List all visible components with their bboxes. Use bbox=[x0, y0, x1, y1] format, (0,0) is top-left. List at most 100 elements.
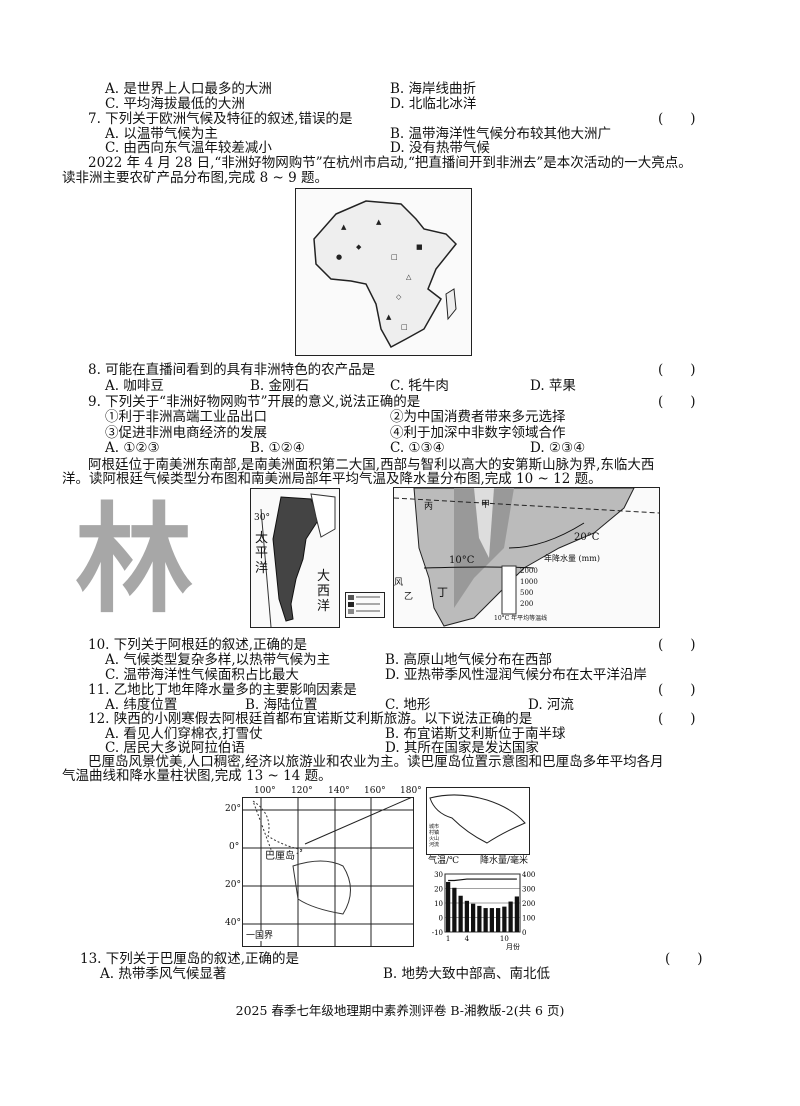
precip-bar-9 bbox=[496, 908, 501, 932]
q12-stem: 12. 陕西的小刚寒假去阿根廷首都布宜诺斯艾利斯旅游。以下说法正确的是 bbox=[88, 711, 533, 727]
bali-island-inset-map: 城市 村镇 火山 河流 bbox=[426, 787, 530, 855]
precip-bar-5 bbox=[471, 903, 476, 932]
lat-30-label: 30° bbox=[254, 513, 270, 523]
legend-200: 200 bbox=[520, 600, 534, 608]
label-jia: 甲 bbox=[481, 500, 491, 510]
south-america-precip-temp-map: 丙 甲 20°C 10°C 风 乙 丁 年降水量 (mm) 2000 1000 … bbox=[393, 487, 660, 628]
right-tick-label: 400 bbox=[522, 871, 535, 879]
precip-bar-8 bbox=[489, 908, 494, 932]
right-tick-label: 300 bbox=[522, 886, 535, 894]
x-tick-label: 10 bbox=[500, 935, 509, 943]
precip-bar-3 bbox=[458, 895, 463, 932]
q10-answer-paren: ( ) bbox=[658, 637, 696, 653]
q8-option-b: B. 金刚石 bbox=[250, 378, 310, 394]
q9-stem: 9. 下列关于“非洲好物网购节”开展的意义,说法正确的是 bbox=[88, 394, 421, 410]
precip-bar-7 bbox=[483, 908, 488, 932]
q10-option-b: B. 高原山地气候分布在西部 bbox=[385, 652, 553, 668]
q11-option-b: B. 海陆位置 bbox=[245, 697, 318, 713]
lon-180: 180° bbox=[400, 786, 422, 796]
q11-option-d: D. 河流 bbox=[528, 697, 574, 713]
q9-item-4: ④利于加深中非数字领域合作 bbox=[390, 425, 566, 441]
q7-option-b: B. 温带海洋性气候分布较其他大洲广 bbox=[390, 126, 612, 142]
q7-stem: 7. 下列关于欧洲气候及特征的叙述,错误的是 bbox=[88, 111, 353, 127]
q10-option-a: A. 气候类型复杂多样,以热带气候为主 bbox=[105, 652, 331, 668]
legend-town: 村镇 bbox=[429, 830, 440, 836]
left-tick-label: 30 bbox=[434, 871, 443, 879]
precip-bar-11 bbox=[508, 901, 513, 932]
q6-option-b: B. 海岸线曲折 bbox=[390, 81, 477, 97]
svg-text:▲: ▲ bbox=[386, 313, 392, 321]
q13-stem: 13. 下列关于巴厘岛的叙述,正确的是 bbox=[80, 951, 300, 967]
left-axis-label: 气温/℃ bbox=[428, 856, 460, 866]
precip-bar-4 bbox=[464, 900, 469, 932]
lat-20s: 20° bbox=[225, 880, 241, 890]
precip-bar-12 bbox=[514, 896, 519, 932]
svg-text:□: □ bbox=[391, 253, 398, 261]
x-axis-label: 月份 bbox=[506, 942, 520, 951]
bali-location-map: 巴厘岛 一国界 bbox=[242, 797, 414, 947]
intro-10-12-line1: 阿根廷位于南美洲东南部,是南美洲面积第二大国,西部与智利以高大的安第斯山脉为界,… bbox=[88, 457, 655, 473]
intro-13-14-line1: 巴厘岛风景优美,人口稠密,经济以旅游业和农业为主。读巴厘岛位置示意图和巴厘岛多年… bbox=[88, 754, 664, 770]
q9-option-a: A. ①②③ bbox=[105, 440, 160, 456]
svg-text:◆: ◆ bbox=[356, 243, 362, 251]
svg-text:◇: ◇ bbox=[396, 293, 402, 301]
svg-text:▲: ▲ bbox=[376, 218, 382, 226]
q10-stem: 10. 下列关于阿根廷的叙述,正确的是 bbox=[88, 637, 308, 653]
x-tick-label: 1 bbox=[446, 935, 450, 943]
temperature-line bbox=[448, 878, 517, 882]
q7-option-c: C. 由西向东气温年较差减小 bbox=[105, 140, 272, 156]
left-tick-label: 0 bbox=[439, 915, 443, 923]
q9-option-c: C. ①③④ bbox=[390, 440, 445, 456]
q12-option-a: A. 看见人们穿棉衣,打雪仗 bbox=[105, 726, 263, 742]
q6-option-d: D. 北临北冰洋 bbox=[390, 96, 477, 112]
q8-stem: 8. 可能在直播间看到的具有非洲特色的农产品是 bbox=[88, 362, 376, 378]
lat-20n: 20° bbox=[225, 804, 241, 814]
q7-option-a: A. 以温带气候为主 bbox=[105, 126, 218, 142]
q7-answer-paren: ( ) bbox=[658, 111, 696, 127]
legend-1000: 1000 bbox=[520, 578, 538, 586]
intro-8-9-line2: 读非洲主要农矿产品分布图,完成 8 ~ 9 题。 bbox=[62, 170, 328, 186]
africa-products-map: ▲▲◆□ △◇■● ▲□ bbox=[295, 188, 472, 356]
q11-option-c: C. 地形 bbox=[385, 697, 431, 713]
q11-option-a: A. 纬度位置 bbox=[105, 697, 178, 713]
right-tick-label: 0 bbox=[522, 929, 526, 937]
svg-text:□: □ bbox=[401, 323, 408, 331]
isotherm-10-label: 10°C bbox=[449, 555, 475, 566]
left-tick-label: 10 bbox=[434, 900, 443, 908]
label-ding: 丁 bbox=[437, 586, 448, 599]
q9-option-b: B. ①②④ bbox=[250, 440, 305, 456]
intro-8-9-line1: 2022 年 4 月 28 日,“非洲好物网购节”在杭州市启动,“把直播间开到非… bbox=[88, 155, 692, 171]
svg-text:●: ● bbox=[336, 253, 342, 261]
q12-answer-paren: ( ) bbox=[658, 711, 696, 727]
q9-item-2: ②为中国消费者带来多元选择 bbox=[390, 409, 566, 425]
label-feng: 风 bbox=[394, 578, 404, 588]
q11-answer-paren: ( ) bbox=[658, 682, 696, 698]
map-legend-border: 一国界 bbox=[246, 931, 274, 941]
q12-option-b: B. 布宜诺斯艾利斯位于南半球 bbox=[385, 726, 566, 742]
legend-river: 河流 bbox=[429, 842, 440, 848]
svg-text:△: △ bbox=[406, 273, 412, 281]
legend-title: 年降水量 (mm) bbox=[544, 554, 600, 563]
watermark-stamp: 林 bbox=[75, 491, 194, 629]
q9-item-3: ③促进非洲电商经济的发展 bbox=[105, 425, 267, 441]
q7-option-d: D. 没有热带气候 bbox=[390, 140, 490, 156]
isotherm-20-label: 20°C bbox=[574, 532, 600, 543]
right-tick-label: 100 bbox=[522, 915, 535, 923]
q13-option-a: A. 热带季风气候显著 bbox=[100, 966, 227, 982]
lat-40s: 40° bbox=[225, 918, 241, 928]
precip-bar-10 bbox=[502, 906, 507, 932]
q13-answer-paren: ( ) bbox=[665, 951, 703, 967]
inset-legend: 城市 村镇 火山 河流 bbox=[429, 824, 439, 848]
bali-label: 巴厘岛 bbox=[265, 851, 295, 862]
right-tick-label: 200 bbox=[522, 900, 535, 908]
q9-item-1: ①利于非洲高端工业品出口 bbox=[105, 409, 267, 425]
x-tick-label: 4 bbox=[465, 935, 470, 943]
right-axis-label: 降水量/毫米 bbox=[480, 856, 529, 866]
q6-option-c: C. 平均海拔最低的大洲 bbox=[105, 96, 245, 112]
intro-13-14-line2: 气温曲线和降水量柱状图,完成 13 ~ 14 题。 bbox=[62, 768, 332, 784]
lon-120: 120° bbox=[291, 786, 313, 796]
q8-option-a: A. 咖啡豆 bbox=[105, 378, 164, 394]
q8-answer-paren: ( ) bbox=[658, 362, 696, 378]
q12-option-d: D. 其所在国家是发达国家 bbox=[385, 740, 539, 756]
